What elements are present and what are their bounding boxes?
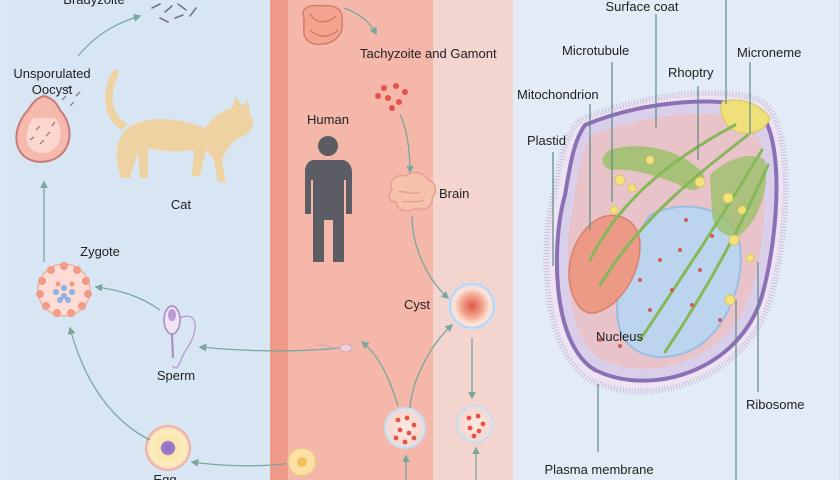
label-mitochondrion: Mitochondrion: [517, 87, 599, 102]
left-panel: [8, 0, 270, 480]
label-microneme: Microneme: [737, 45, 802, 60]
label-ribosome: Ribosome: [746, 397, 805, 412]
zygote-icon: [36, 262, 92, 317]
label-sperm: Sperm: [156, 368, 196, 383]
host-band: [288, 0, 433, 480]
tachyzoite-bubble-right: [456, 405, 494, 443]
label-cat: Cat: [170, 197, 192, 212]
label-bradyzoite: Bradyzoite: [63, 0, 124, 8]
host-band-light: [433, 0, 513, 480]
label-microtubule: Microtubule: [562, 43, 630, 58]
tachyzoite-cell: [543, 90, 789, 395]
label-unsporulated: Unsporulated: [13, 66, 91, 81]
tachyzoite-bubble-left: [384, 407, 426, 449]
label-cyst: Cyst: [404, 297, 430, 312]
label-rhoptry: Rhoptry: [668, 65, 714, 80]
faint-sperm-icon: [317, 343, 353, 353]
label-surface-coat: Surface coat: [605, 0, 679, 14]
unsporulated-oocyst-icon: [15, 85, 81, 164]
human-icon: [305, 136, 352, 262]
label-egg: Egg: [153, 472, 177, 480]
label-plasma-membrane: Plasma membrane: [544, 462, 654, 477]
cat-icon: [105, 69, 253, 182]
egg-icon: [145, 425, 191, 471]
leader-lines: [552, 0, 759, 480]
label-nucleus: Nucleus: [596, 329, 643, 344]
host-band-edge: [270, 0, 288, 480]
tachyzoite-dots: [375, 83, 408, 111]
label-oocyst: Oocyst: [31, 82, 73, 97]
host-cycle-arrows: [343, 7, 480, 480]
faint-egg-icon: [287, 447, 317, 477]
label-tachyzoite-gamont: Tachyzoite and Gamont: [360, 46, 497, 61]
label-plastid: Plastid: [527, 133, 567, 148]
left-cycle-arrows: [40, 14, 341, 467]
brain-icon: [388, 171, 437, 212]
label-brain: Brain: [439, 186, 470, 201]
cyst-icon: [448, 282, 496, 330]
sperm-icon: [163, 305, 196, 369]
intestine-icon: [302, 4, 343, 46]
bradyzoite-cluster: [151, 3, 197, 23]
label-zygote: Zygote: [80, 244, 120, 259]
label-human: Human: [307, 112, 349, 127]
